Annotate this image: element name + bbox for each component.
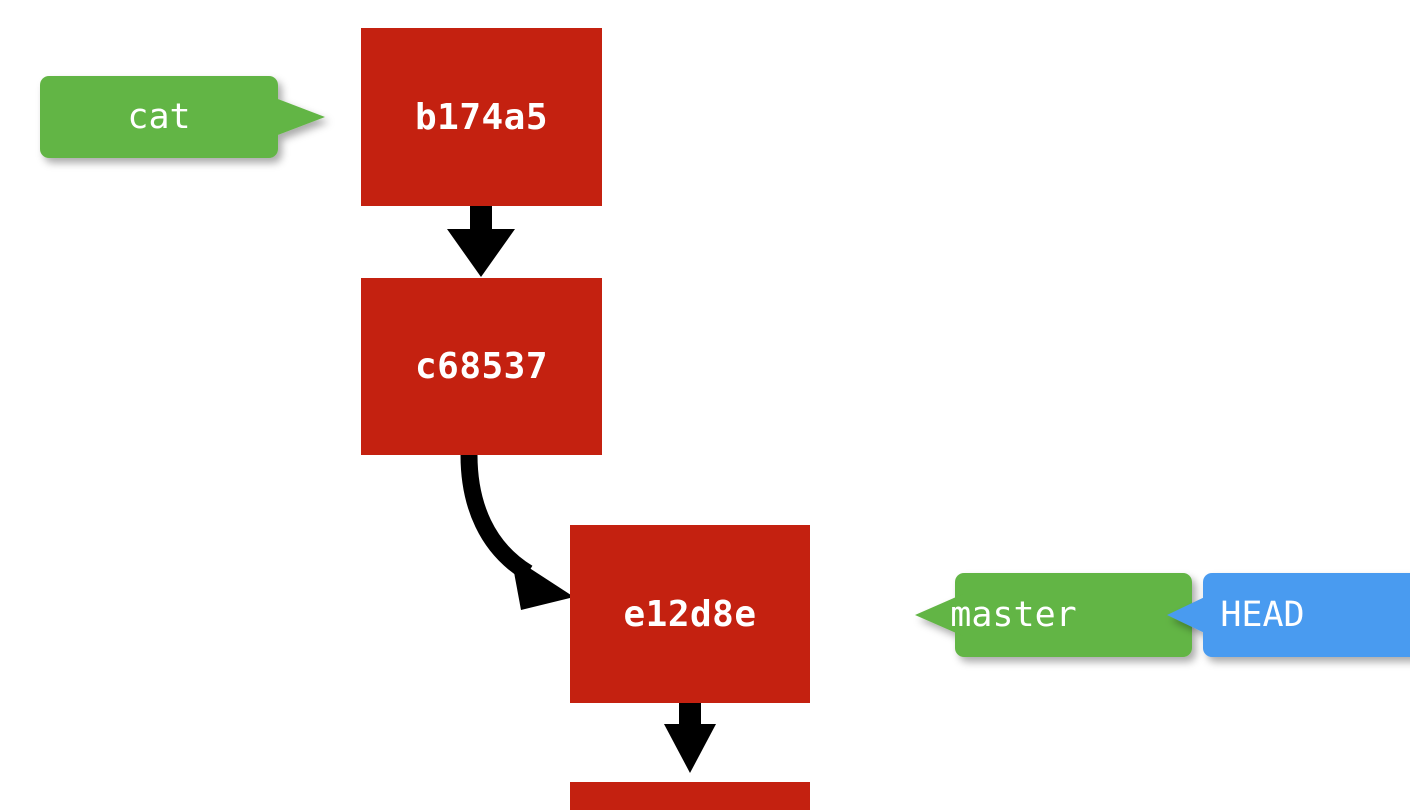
commit-node-partial[interactable]: [570, 782, 810, 810]
branch-tag-master[interactable]: master: [895, 573, 1192, 657]
edge-b174a5-to-c68537: [447, 206, 515, 277]
edge-c68537-to-e12d8e: [460, 454, 574, 610]
edge-e12d8e-to-next: [664, 703, 716, 773]
commit-hash-label: e12d8e: [623, 593, 757, 635]
head-tag-label: HEAD: [1220, 595, 1305, 635]
commit-node-b174a5[interactable]: b174a5: [361, 28, 602, 206]
tag-shape-head: [1167, 573, 1410, 657]
branch-tag-label: master: [950, 595, 1077, 635]
commit-hash-label: c68537: [414, 346, 549, 387]
commit-hash-label: b174a5: [414, 96, 549, 138]
branch-tag-label: cat: [127, 97, 191, 137]
commit-node-c68537[interactable]: c68537: [361, 278, 602, 455]
tag-shape-cat: [40, 76, 325, 158]
branch-tag-cat[interactable]: cat: [40, 76, 325, 158]
commit-node-e12d8e[interactable]: e12d8e: [570, 525, 810, 703]
tag-shape-master: [915, 573, 1192, 657]
head-tag[interactable]: HEAD: [1143, 573, 1410, 657]
